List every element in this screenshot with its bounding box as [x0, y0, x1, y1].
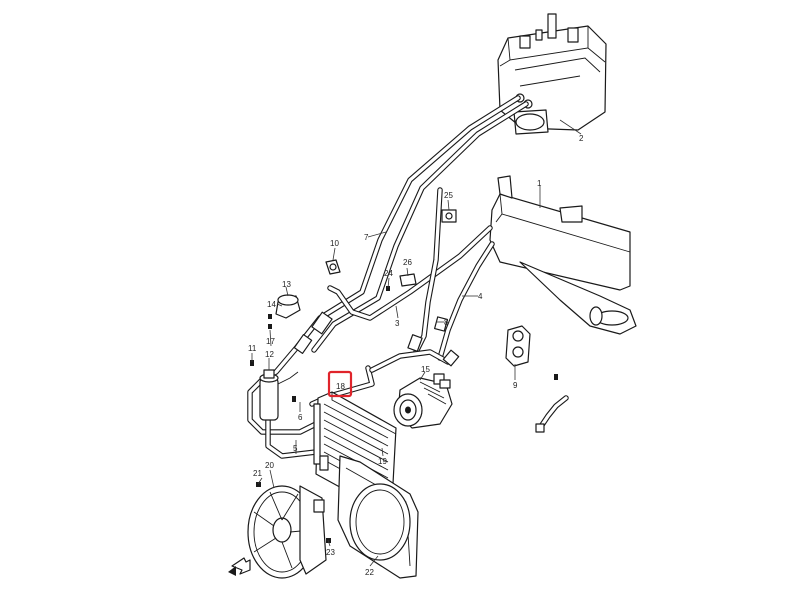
callout-labels: 1 2 3 4 5 6 7 8 9 10 11 12 13 14 15 17 1… — [248, 134, 584, 577]
selected-part-highlight — [327, 370, 353, 398]
grommet-plate[interactable] — [505, 325, 531, 367]
callout-8[interactable]: 8 — [444, 318, 449, 327]
duct-housing[interactable] — [489, 175, 637, 335]
receiver-drier[interactable] — [259, 369, 299, 421]
pipe-4[interactable] — [437, 241, 495, 361]
fan-shroud[interactable] — [337, 455, 419, 579]
callout-3[interactable]: 3 — [395, 319, 400, 328]
callout-9[interactable]: 9 — [513, 381, 518, 390]
clamp-10[interactable] — [325, 259, 341, 275]
callout-23[interactable]: 23 — [326, 548, 335, 557]
front-arrow-icon — [228, 557, 251, 576]
callout-17[interactable]: 17 — [266, 337, 275, 346]
callout-15[interactable]: 15 — [421, 365, 430, 374]
callout-22[interactable]: 22 — [365, 568, 374, 577]
evaporator-unit[interactable] — [497, 13, 607, 135]
callout-5[interactable]: 5 — [293, 444, 298, 453]
callout-4[interactable]: 4 — [478, 292, 483, 301]
callout-20[interactable]: 20 — [265, 461, 274, 470]
callout-10[interactable]: 10 — [330, 239, 339, 248]
bracket[interactable] — [275, 294, 301, 319]
compressor[interactable] — [393, 373, 453, 429]
callout-19[interactable]: 19 — [378, 457, 387, 466]
callout-26[interactable]: 26 — [403, 258, 412, 267]
clamp-25[interactable] — [441, 209, 457, 223]
callout-25[interactable]: 25 — [444, 191, 453, 200]
callout-18[interactable]: 18 — [336, 382, 345, 391]
pipe-3[interactable] — [327, 225, 493, 321]
callout-6[interactable]: 6 — [298, 413, 303, 422]
callout-2[interactable]: 2 — [579, 134, 584, 143]
pipe-fittings — [293, 311, 460, 367]
cooling-fan[interactable] — [247, 485, 327, 579]
callout-14[interactable]: 14 — [267, 300, 276, 309]
clamp-26[interactable] — [399, 273, 417, 287]
drain-hose[interactable] — [535, 395, 569, 433]
callout-13[interactable]: 13 — [282, 280, 291, 289]
callout-7[interactable]: 7 — [364, 233, 369, 242]
callout-11[interactable]: 11 — [248, 344, 257, 353]
callout-12[interactable]: 12 — [265, 350, 274, 359]
leader-lines — [251, 119, 582, 567]
callout-1[interactable]: 1 — [537, 179, 542, 188]
callout-21[interactable]: 21 — [253, 469, 262, 478]
callout-24[interactable]: 24 — [384, 269, 393, 278]
